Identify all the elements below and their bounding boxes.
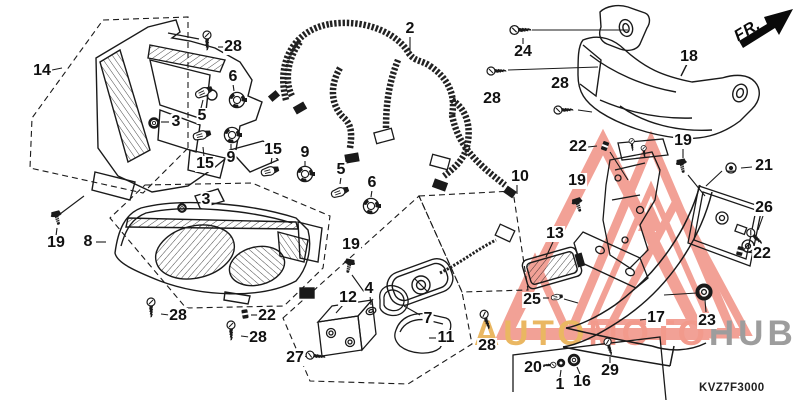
callout-28: 28: [550, 75, 570, 92]
callout-28: 28: [168, 307, 188, 324]
headlight-lens-8: [114, 188, 323, 305]
callout-6: 6: [366, 174, 378, 191]
callout-15: 15: [195, 155, 215, 172]
callout-3: 3: [200, 191, 212, 208]
callout-24: 24: [513, 43, 533, 60]
callout-19: 19: [673, 132, 693, 149]
callout-5: 5: [335, 161, 347, 178]
callout-12: 12: [338, 289, 358, 306]
rear-cowl-18: [577, 4, 760, 140]
callout-23: 23: [697, 312, 717, 329]
callout-9: 9: [299, 144, 311, 161]
relay-box-group: [316, 285, 452, 357]
callout-14: 14: [32, 62, 52, 79]
callout-16: 16: [572, 373, 592, 390]
license-light-unit-10: [386, 223, 516, 307]
callout-27: 27: [285, 349, 305, 366]
callout-18: 18: [679, 48, 699, 65]
callout-6: 6: [227, 68, 239, 85]
headlight-housing-14: [91, 19, 280, 201]
group-boundaries: [29, 16, 529, 385]
callout-21: 21: [754, 157, 774, 174]
callout-28: 28: [482, 90, 502, 107]
callout-22: 22: [568, 138, 588, 155]
callout-10: 10: [510, 168, 530, 185]
callout-29: 29: [600, 362, 620, 379]
callout-13: 13: [545, 225, 565, 242]
wire-harness-2: [267, 19, 517, 199]
taillight-bracket-assembly: [573, 138, 763, 289]
callout-19: 19: [341, 236, 361, 253]
callout-1: 1: [554, 376, 566, 393]
callout-15: 15: [263, 141, 283, 158]
callout-20: 20: [523, 359, 543, 376]
callout-22: 22: [752, 245, 772, 262]
callout-28: 28: [223, 38, 243, 55]
callout-7: 7: [422, 310, 434, 327]
callout-11: 11: [436, 329, 456, 346]
callout-17: 17: [646, 309, 666, 326]
callout-22: 22: [257, 307, 277, 324]
fr-direction-marker: FR.: [731, 0, 800, 52]
callout-19: 19: [46, 234, 66, 251]
license-lens-13: [521, 246, 586, 290]
callout-28: 28: [477, 337, 497, 354]
callout-3: 3: [170, 113, 182, 130]
callout-4: 4: [363, 280, 375, 297]
fr-arrow-icon: [739, 9, 793, 48]
callout-19: 19: [567, 172, 587, 189]
callout-9: 9: [225, 149, 237, 166]
diagram-code: KVZ7F3000: [699, 382, 765, 394]
callout-2: 2: [404, 20, 416, 37]
watermark-segment: HUB: [708, 314, 797, 353]
callout-5: 5: [196, 107, 208, 124]
callout-28: 28: [248, 329, 268, 346]
hardware-group-box: [512, 336, 667, 400]
callout-25: 25: [522, 291, 542, 308]
callout-8: 8: [82, 233, 94, 250]
callout-26: 26: [754, 199, 774, 216]
rear-fender-17: [562, 184, 713, 367]
